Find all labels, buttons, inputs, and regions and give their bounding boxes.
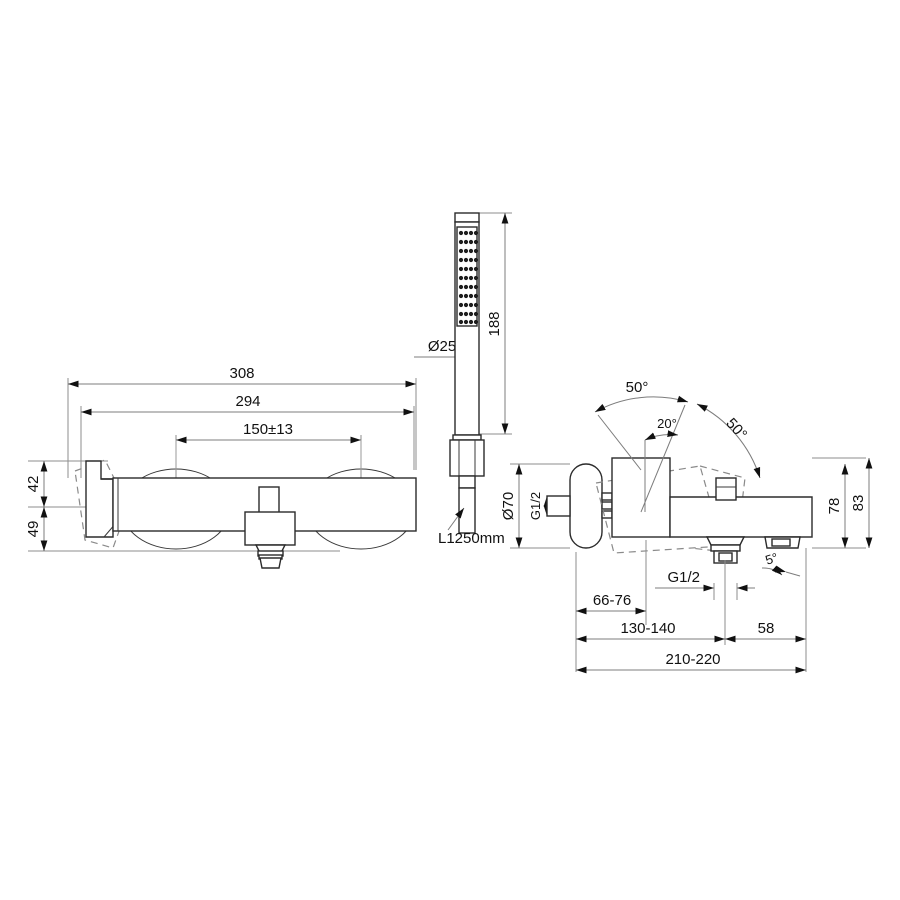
dimension-66-76: 66-76 <box>576 592 646 615</box>
angle-50-left-label: 50° <box>626 379 649 396</box>
angle-20-label: 20° <box>657 416 677 431</box>
dimension-78: 78 <box>812 457 866 549</box>
front-view-diverter <box>244 486 296 569</box>
dimension-83: 83 <box>850 458 873 548</box>
dimension-hose-length: L1250mm <box>438 507 505 547</box>
dimension-150: 150±13 <box>176 421 361 444</box>
dimension-d70: Ø70 <box>500 463 570 549</box>
dimension-g12-outlet: G1/2 <box>655 569 755 592</box>
side-view-diverter-knob <box>715 477 737 501</box>
front-view: 308 294 150±13 42 49 <box>25 365 417 569</box>
side-view-aerator <box>764 536 801 549</box>
side-view-outlet <box>705 536 746 564</box>
angle-5-label: 5° <box>763 550 779 568</box>
side-view: Ø70 G1/2 <box>500 379 873 674</box>
side-view-lever-block <box>611 457 671 538</box>
dimension-42: 42 <box>25 461 48 507</box>
dimension-g12-outlet-label: G1/2 <box>667 569 700 586</box>
dimension-d70-label: Ø70 <box>500 492 517 520</box>
dimension-hose-length-label: L1250mm <box>438 530 505 547</box>
dimension-210-220: 210-220 <box>576 651 806 674</box>
handshower-view: 188 Ø25 <box>414 212 512 547</box>
dimension-66-76-label: 66-76 <box>593 592 631 609</box>
dimension-308: 308 <box>68 365 416 388</box>
dimension-130-140-label: 130-140 <box>620 620 675 637</box>
dimension-g12-inlet-label: G1/2 <box>528 492 543 520</box>
dimension-150-label: 150±13 <box>243 421 293 438</box>
dimension-130-140: 130-140 <box>576 620 725 643</box>
handshower-body <box>454 212 480 436</box>
dimension-294-label: 294 <box>235 393 260 410</box>
dimension-58: 58 <box>725 620 806 643</box>
dimension-49-label: 49 <box>25 521 42 538</box>
dimension-d25-label: Ø25 <box>428 338 456 355</box>
dimension-83-label: 83 <box>850 495 867 512</box>
side-view-spout-arm <box>669 496 813 538</box>
dimension-42-label: 42 <box>25 476 42 493</box>
dimension-58-label: 58 <box>758 620 775 637</box>
dimension-78-label: 78 <box>826 498 843 515</box>
dimension-188: 188 <box>478 212 512 435</box>
dimension-308-label: 308 <box>229 365 254 382</box>
dimension-49: 49 <box>25 507 48 551</box>
dimension-294: 294 <box>81 393 414 416</box>
handshower-hose-connector <box>449 434 485 534</box>
side-view-wall-plate <box>546 463 613 549</box>
handshower-spray-dots <box>458 230 479 325</box>
dimension-188-label: 188 <box>486 311 503 336</box>
dimension-210-220-label: 210-220 <box>665 651 720 668</box>
